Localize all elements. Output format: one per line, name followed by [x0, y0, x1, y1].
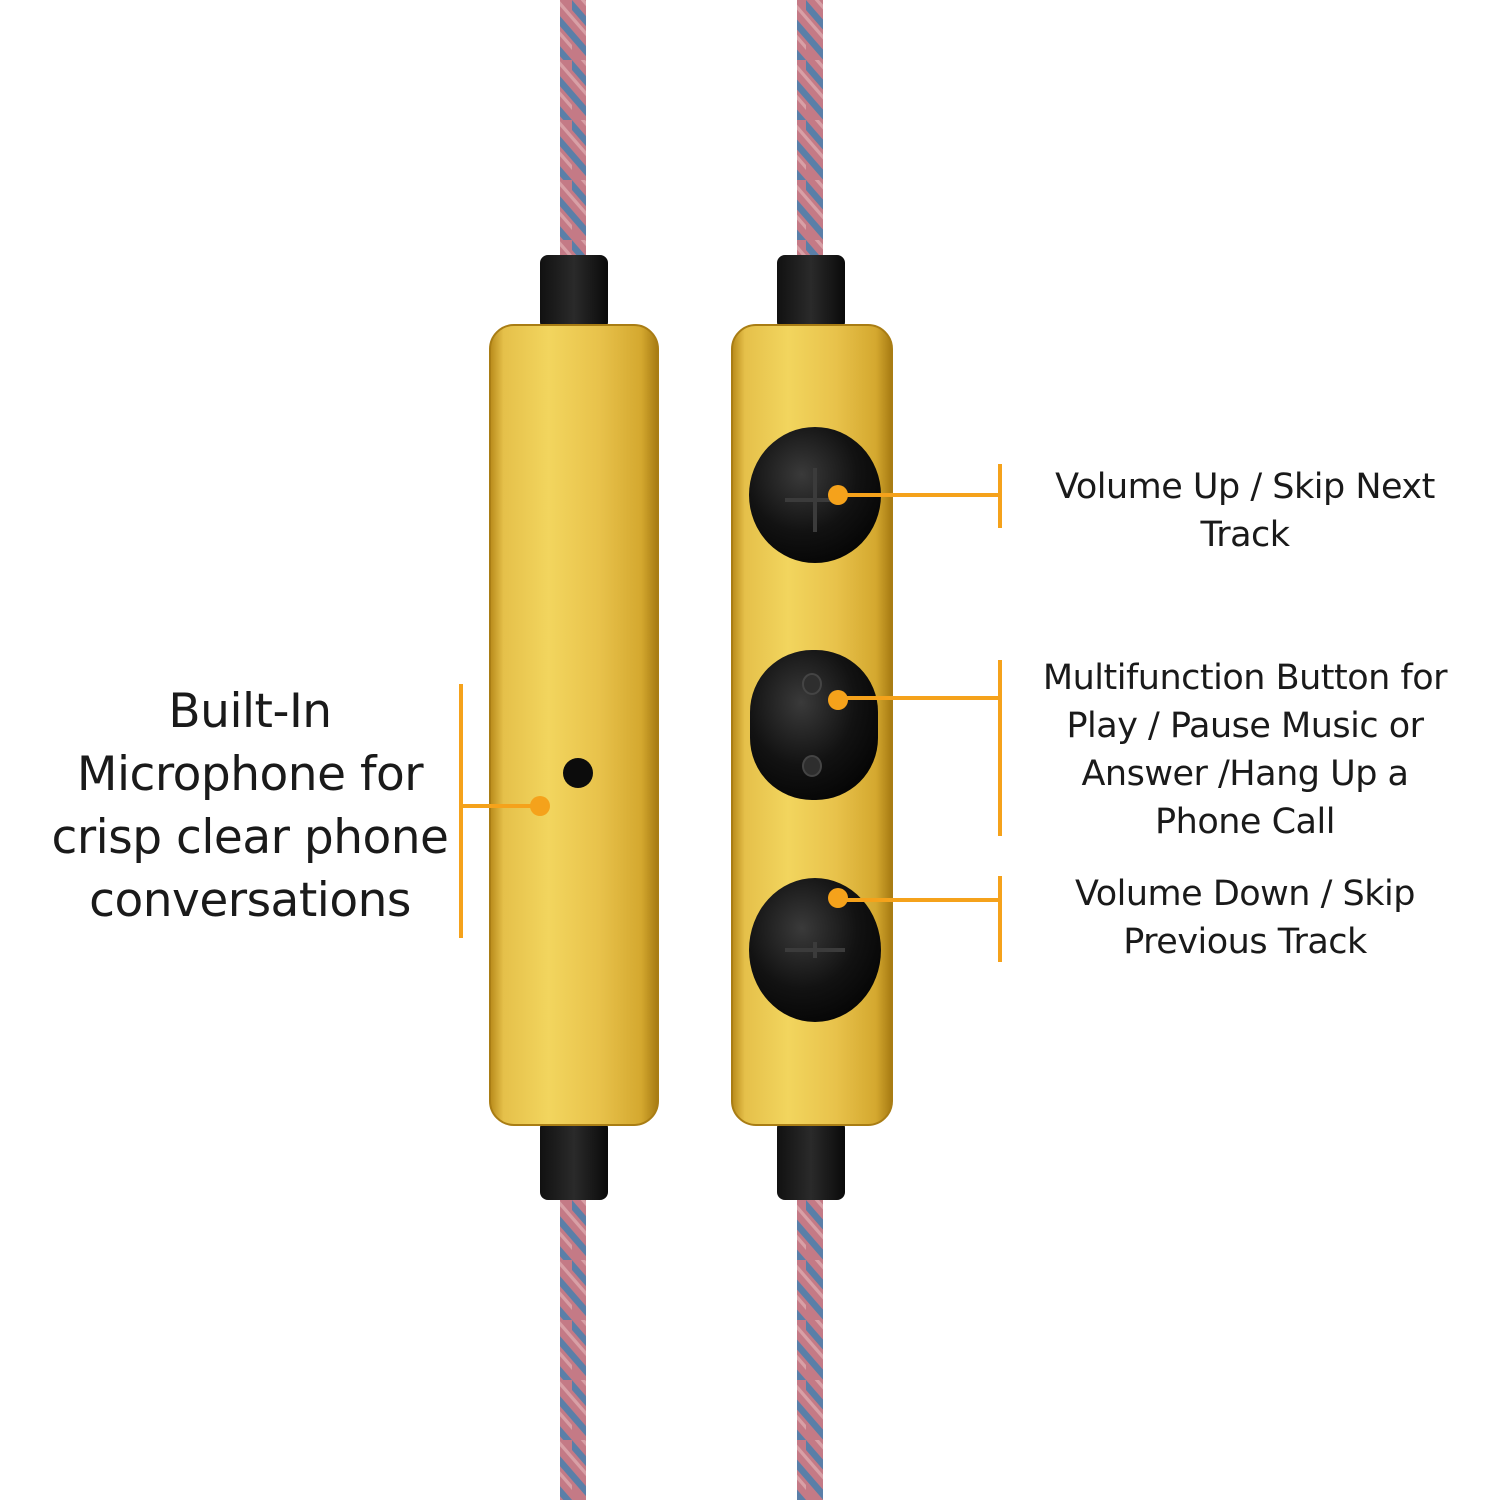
multifunction-callout [840, 660, 1002, 836]
right-bottom-cap [777, 1120, 845, 1200]
minus-icon [785, 942, 845, 958]
multifunction-label-line: Multifunction Button for [1042, 658, 1448, 698]
volume-down-button[interactable] [749, 878, 881, 1022]
multifunction-label-line: Phone Call [1155, 802, 1335, 842]
left-cable [560, 0, 586, 1500]
callout-dots [530, 485, 848, 908]
multifunction-label-line: Answer /Hang Up a [1081, 754, 1409, 794]
mic-callout [459, 684, 540, 938]
volume-down-label-line: Previous Track [1123, 922, 1367, 962]
multifunction-label-line: Play / Pause Music or [1066, 706, 1424, 746]
callout-lines [459, 464, 1002, 962]
volume-up-label-line: Volume Up / Skip Next [1055, 467, 1435, 507]
volume-down-label-line: Volume Down / Skip [1075, 874, 1415, 914]
volume-down-callout [840, 876, 1002, 962]
volume-down-label: Volume Down / Skip Previous Track [1030, 870, 1460, 966]
microphone-label-line: crisp clear phone [51, 810, 449, 865]
mic-hole-icon [563, 758, 593, 788]
right-top-cap [777, 255, 845, 330]
dot-pair-icon [802, 673, 822, 777]
microphone-remote-body [489, 324, 659, 1126]
left-top-cap [540, 255, 608, 330]
left-bottom-cap [540, 1120, 608, 1200]
microphone-label-line: conversations [89, 873, 411, 928]
volume-up-label: Volume Up / Skip Next Track [1030, 463, 1460, 559]
volume-up-callout [840, 464, 1002, 528]
microphone-label-line: Built-In [168, 684, 332, 739]
multifunction-label: Multifunction Button for Play / Pause Mu… [1030, 654, 1460, 846]
microphone-label-line: Microphone for [76, 747, 424, 802]
right-cable [797, 0, 823, 1500]
multifunction-button[interactable] [750, 650, 878, 800]
volume-up-label-line: Track [1200, 515, 1290, 555]
microphone-label: Built-In Microphone for crisp clear phon… [40, 680, 460, 932]
